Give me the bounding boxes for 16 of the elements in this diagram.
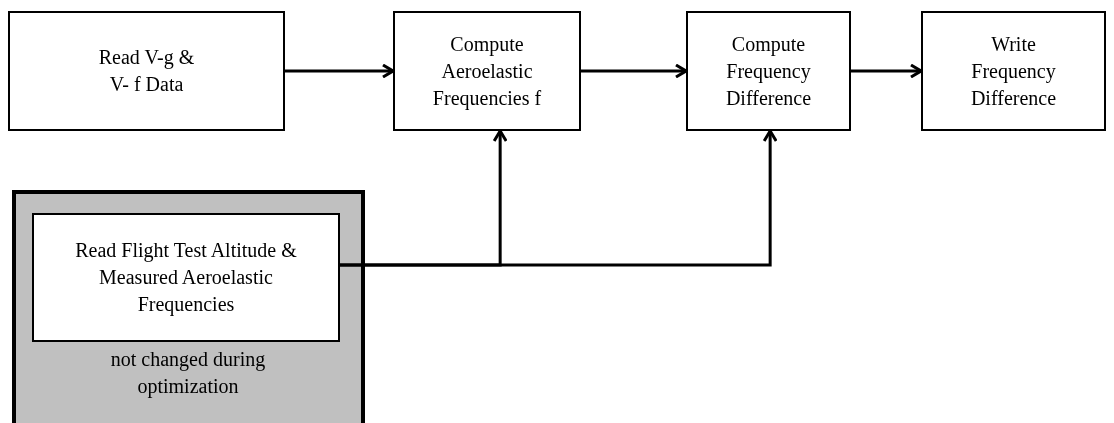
box-label: Read Flight Test Altitude & Measured Aeroelastic Frequencies bbox=[74, 238, 298, 318]
group-panel bbox=[12, 190, 365, 423]
process-box bbox=[8, 11, 285, 131]
arrow bbox=[581, 63, 688, 79]
process-box bbox=[921, 11, 1106, 131]
process-box bbox=[32, 213, 340, 342]
box-label: Read V-g & V- f Data bbox=[97, 45, 196, 97]
box-label: Write Frequency Difference bbox=[969, 31, 1058, 111]
box-label: Compute Frequency Difference bbox=[724, 31, 813, 111]
process-box bbox=[686, 11, 851, 131]
box-label: Compute Aeroelastic Frequencies f bbox=[431, 31, 543, 112]
arrow bbox=[285, 63, 395, 79]
arrow bbox=[851, 63, 923, 79]
arrow bbox=[340, 129, 778, 267]
process-box bbox=[393, 11, 581, 131]
group-note: not changed during optimization bbox=[109, 347, 267, 400]
